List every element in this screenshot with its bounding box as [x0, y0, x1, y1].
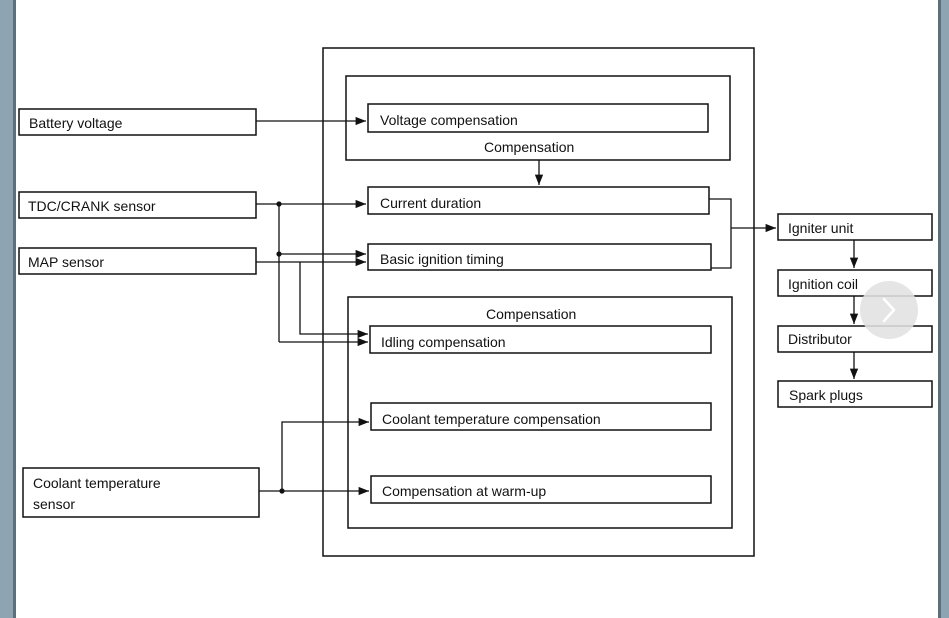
tdc-crank-sensor-box: [18, 191, 257, 219]
connector-lines: [256, 116, 859, 496]
tdc-crank-sensor-label: TDC/CRANK sensor: [28, 198, 156, 214]
coolant-sensor-label-line2: sensor: [33, 496, 75, 512]
idling-compensation-label: Idling compensation: [381, 334, 506, 350]
voltage-compensation-box: [367, 103, 709, 133]
battery-voltage-label: Battery voltage: [29, 115, 123, 131]
spark-plugs-label: Spark plugs: [789, 387, 863, 403]
igniter-unit-label: Igniter unit: [788, 220, 853, 236]
top-compensation-label: Compensation: [484, 139, 574, 155]
igniter-unit-box: [777, 213, 933, 241]
current-duration-box: [367, 186, 710, 215]
coolant-sensor-box: [22, 467, 260, 518]
viewer-left-edge: [0, 0, 16, 618]
idling-compensation-box: [369, 325, 712, 354]
current-duration-label: Current duration: [380, 195, 481, 211]
coolant-sensor-label-line1: Coolant temperature: [33, 475, 161, 491]
basic-ignition-timing-label: Basic ignition timing: [380, 251, 504, 267]
top-compensation-group: [345, 75, 731, 161]
next-page-button[interactable]: [860, 281, 918, 339]
voltage-compensation-label: Voltage compensation: [380, 112, 518, 128]
bottom-compensation-group: [347, 296, 733, 529]
warm-up-compensation-label: Compensation at warm-up: [382, 483, 546, 499]
map-sensor-label: MAP sensor: [28, 254, 104, 270]
map-sensor-box: [18, 247, 257, 275]
battery-voltage-box: [18, 108, 257, 136]
chevron-right-icon: [882, 297, 896, 323]
basic-ignition-timing-box: [367, 243, 712, 271]
junction-dots: [276, 201, 285, 494]
bottom-compensation-label: Compensation: [486, 306, 576, 322]
control-unit-frame: [322, 47, 755, 557]
distributor-label: Distributor: [788, 331, 852, 347]
ignition-coil-box: [777, 269, 933, 297]
coolant-temperature-compensation-box: [370, 402, 712, 431]
distributor-box: [777, 325, 933, 353]
coolant-temperature-compensation-label: Coolant temperature compensation: [382, 411, 601, 427]
viewer-right-edge: [938, 0, 949, 618]
ignition-coil-label: Ignition coil: [788, 276, 858, 292]
spark-plugs-box: [777, 380, 933, 408]
warm-up-compensation-box: [370, 475, 712, 504]
